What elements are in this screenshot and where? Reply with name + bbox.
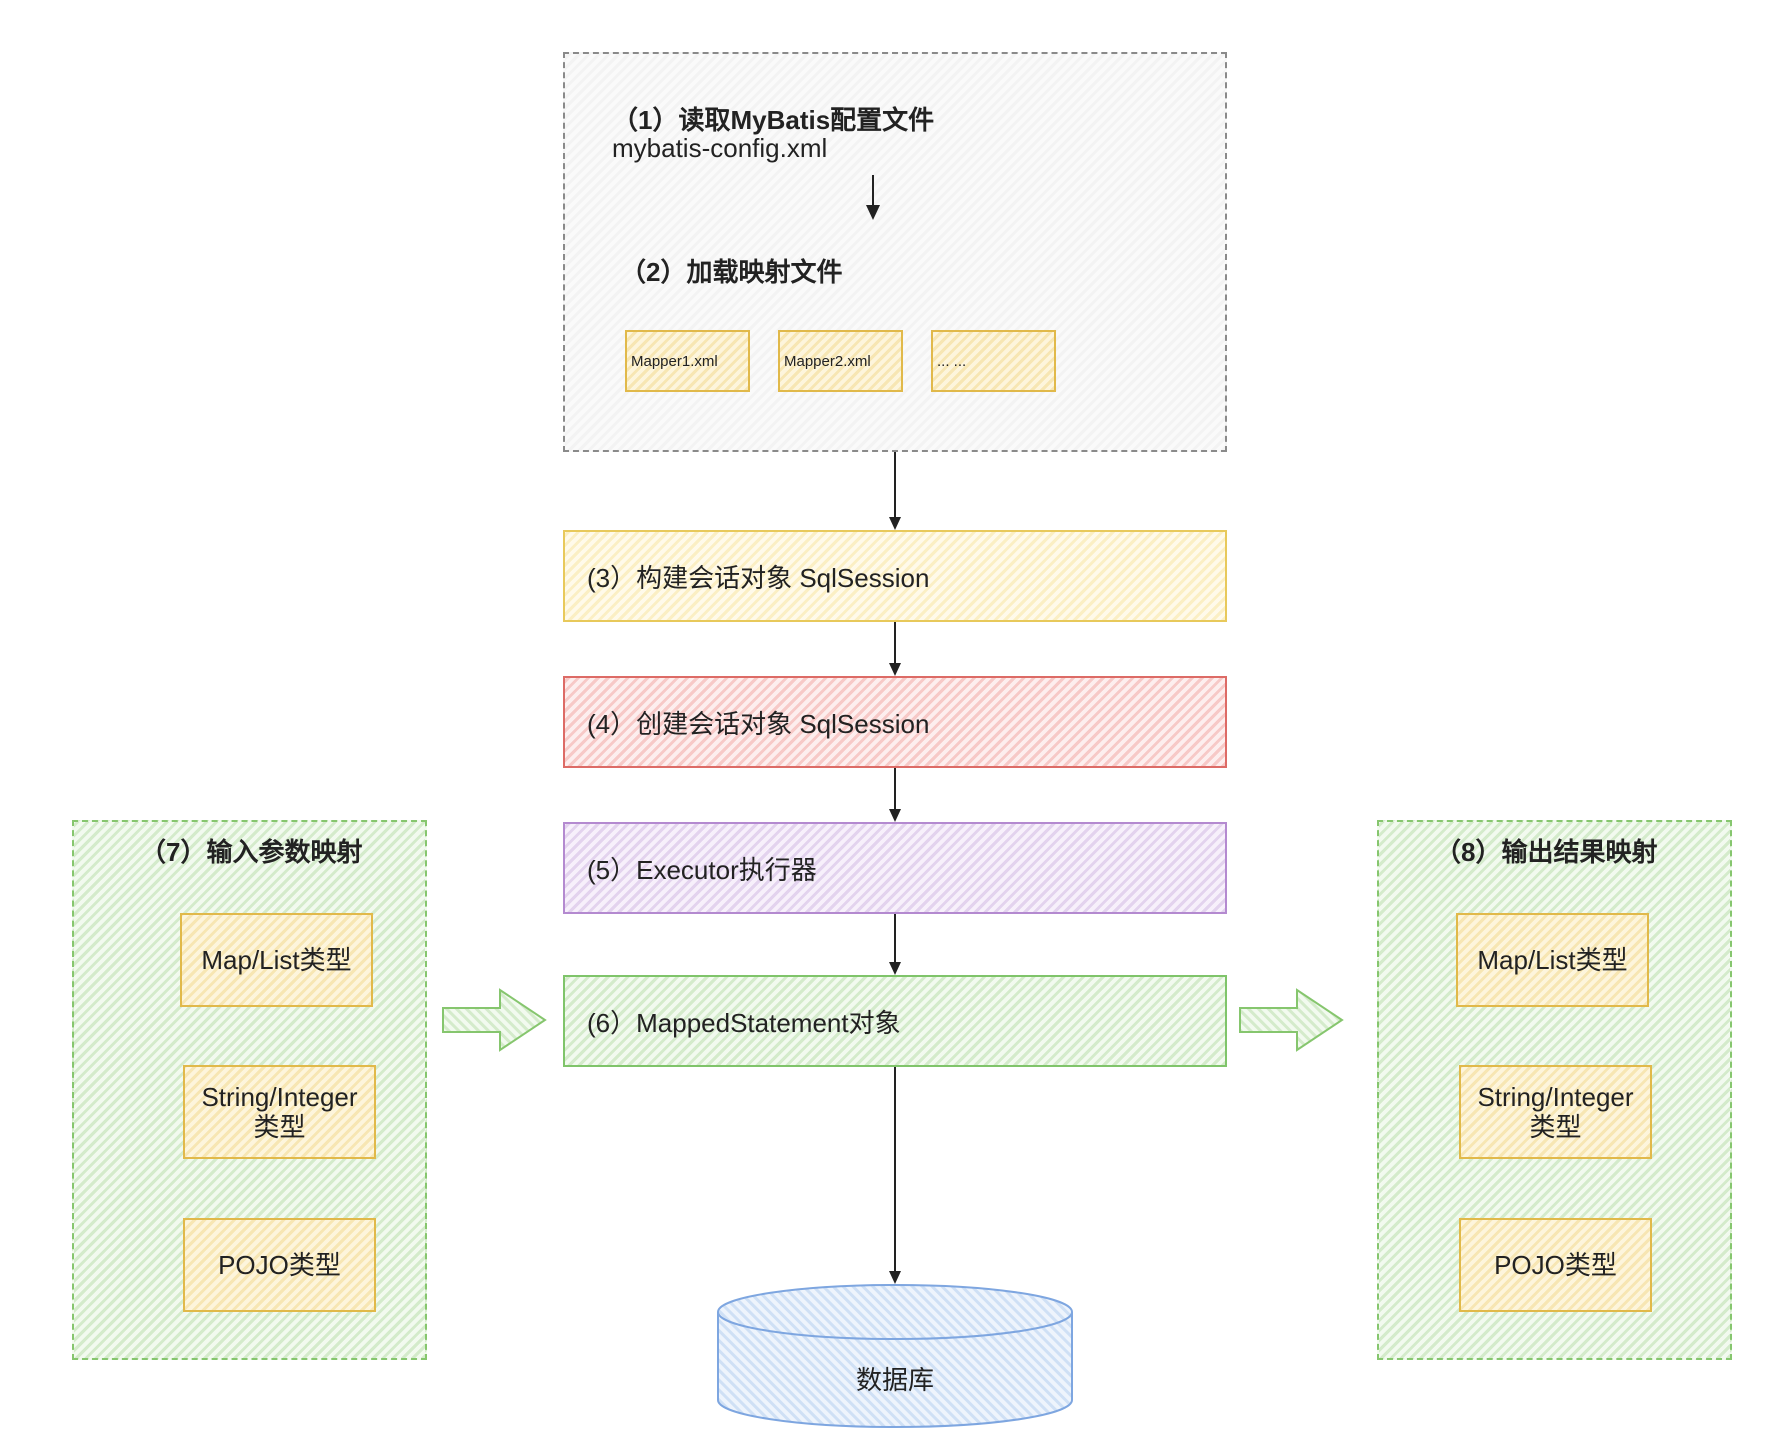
input-type-map-list-label: Map/List类型: [201, 945, 352, 975]
config-filename: mybatis-config.xml: [612, 133, 828, 163]
database-cylinder: [717, 1284, 1073, 1428]
mapper1-file: Mapper1.xml: [625, 330, 750, 392]
input-panel-title: （7）输入参数映射: [140, 837, 363, 867]
arrow-executor-to-mappedstatement: [889, 914, 901, 975]
database-label: 数据库: [855, 1365, 934, 1395]
stage-create-label: (4）创建会话对象 SqlSession: [587, 708, 930, 739]
step2-label: （2）加载映射文件: [620, 257, 843, 287]
mapper-more: ... ...: [931, 330, 1056, 392]
arrow-step1-to-step2: [866, 175, 880, 220]
output-panel-title: （8）输出结果映射: [1435, 837, 1658, 867]
input-type-map-list: Map/List类型: [180, 913, 373, 1007]
input-type-string-integer-label: String/Integer 类型: [201, 1082, 358, 1142]
stage-mappedstatement-label: (6）MappedStatement对象: [587, 1007, 901, 1038]
stage-build-sqlsession: (3）构建会话对象 SqlSession: [563, 530, 1227, 622]
mapper1-label: Mapper1.xml: [631, 352, 718, 370]
output-type-pojo: POJO类型: [1459, 1218, 1652, 1312]
hollow-arrow-output: [1239, 988, 1344, 1052]
stage-executor: (5）Executor执行器: [563, 822, 1227, 914]
arrow-mappedstatement-to-database: [889, 1067, 901, 1284]
stage-create-sqlsession: (4）创建会话对象 SqlSession: [563, 676, 1227, 768]
hollow-arrow-input: [442, 988, 547, 1052]
mapper2-file: Mapper2.xml: [778, 330, 903, 392]
stage-mappedstatement: (6）MappedStatement对象: [563, 975, 1227, 1067]
stage-executor-label: (5）Executor执行器: [587, 854, 817, 885]
arrow-build-to-create: [889, 622, 901, 676]
output-type-pojo-label: POJO类型: [1494, 1250, 1617, 1280]
input-type-pojo: POJO类型: [183, 1218, 376, 1312]
output-type-map-list-label: Map/List类型: [1477, 945, 1628, 975]
stage-build-label: (3）构建会话对象 SqlSession: [587, 562, 930, 593]
input-type-string-integer: String/Integer 类型: [183, 1065, 376, 1159]
step1-label: （1）读取MyBatis配置文件: [612, 105, 935, 135]
output-type-map-list: Map/List类型: [1456, 913, 1649, 1007]
arrow-create-to-executor: [889, 768, 901, 822]
mapper2-label: Mapper2.xml: [784, 352, 871, 370]
arrow-config-to-build: [889, 452, 901, 530]
output-type-string-integer-label: String/Integer 类型: [1477, 1082, 1634, 1142]
output-type-string-integer: String/Integer 类型: [1459, 1065, 1652, 1159]
mapper-more-label: ... ...: [937, 352, 967, 370]
input-type-pojo-label: POJO类型: [218, 1250, 341, 1280]
